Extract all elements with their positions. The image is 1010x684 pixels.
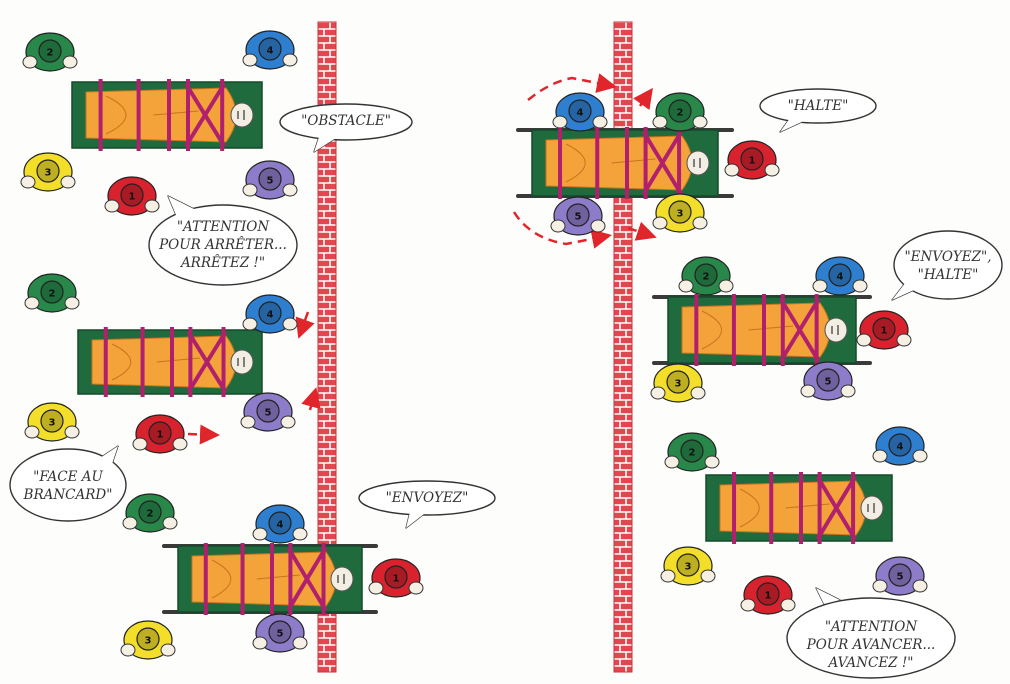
bearer-number: 4 [577,108,584,119]
bearer-number: 3 [145,636,152,647]
bearer-number: 3 [49,418,56,429]
bearer-number: 5 [277,629,284,640]
bearer-number: 3 [675,379,682,390]
bearer-number: 2 [677,108,684,119]
bearer-number: 1 [881,326,888,337]
bearer-number: 1 [749,156,756,167]
stretcher-right-3 [706,472,892,544]
bearer-number: 1 [129,192,136,203]
bearer-number: 4 [277,520,284,531]
brick-wall-right [614,22,632,672]
bearer-number: 5 [825,377,832,388]
bearer-number: 1 [393,574,400,585]
stretcher-left-2 [78,327,262,397]
bearer-number: 3 [45,168,52,179]
bearer-number: 3 [685,562,692,573]
bearer-number: 4 [897,442,904,453]
bearer-number: 5 [265,408,272,419]
bearer-number: 1 [765,591,772,602]
stretcher-left-1 [72,79,262,151]
bearer-number: 4 [267,310,274,321]
bearer-number: 5 [897,572,904,583]
bearer-number: 2 [47,48,54,59]
stretcher-right-2 [652,294,872,366]
bearer-number: 4 [267,46,274,57]
stretcher-left-3 [162,543,378,615]
bearer-number: 1 [157,430,164,441]
bubble-envoyez-halte [892,231,1002,300]
bearer-number: 3 [677,209,684,220]
bearer-number: 5 [575,212,582,223]
bearer-number: 2 [49,289,56,300]
bearer-number: 2 [703,272,710,283]
bearer-number: 2 [689,448,696,459]
bearer-number: 4 [837,272,844,283]
bearer-number: 2 [147,509,154,520]
bearer-number: 5 [267,176,274,187]
stretcher-right-1 [516,127,734,199]
